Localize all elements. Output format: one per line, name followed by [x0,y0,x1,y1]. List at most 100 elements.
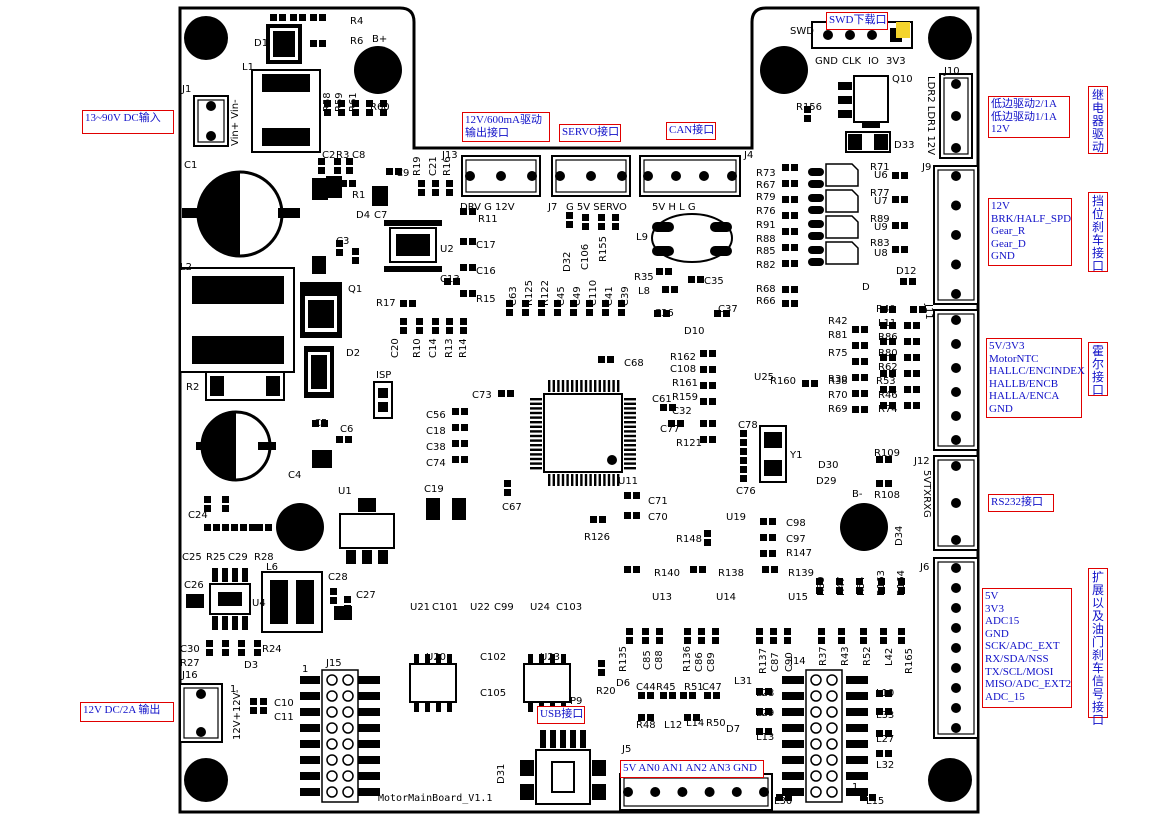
callout-usb: USB接口 [537,706,585,724]
label-u24: U24 [530,602,550,613]
ref-label: L29 [756,708,774,719]
ref-label: R47 [836,576,847,596]
ref-label: C36 [654,308,674,319]
usb-connector [535,749,591,805]
ref-label: R45 [656,682,676,693]
vcallout-char: 刹 [1091,220,1104,234]
mosfet-q10 [853,75,889,123]
ref-label: R109 [874,448,900,459]
ref-label: R60 [370,102,390,113]
ref-label: C105 [480,688,506,699]
vcallout-relay: 继电器驱动 [1088,86,1108,154]
ref-label: L2 [180,262,192,273]
ref-label: D6 [616,678,630,689]
swd-label: SWD [790,26,814,37]
callout-gear: 12V BRK/HALF_SPD Gear_R Gear_D GND [988,198,1072,266]
ref-label: L13 [756,732,774,743]
vcallout-char: 门 [1091,635,1104,649]
ref-label: C110 [588,280,599,306]
label-u2: U2 [440,244,454,255]
vcallout-char: 以 [1091,596,1104,610]
ref-label: R3 [336,150,349,161]
label-j12: J12 [913,456,930,467]
ref-label: R147 [786,548,812,559]
ref-label: C6 [340,424,353,435]
ref-label: C27 [356,590,376,601]
ref-label: C47 [702,682,722,693]
ref-label: D31 [496,764,507,784]
vcallout-char: 继 [1091,88,1104,102]
callout-lowside: 低边驱动2/1A 低边驱动1/1A 12V [988,96,1070,138]
ref-label: R27 [180,658,200,669]
board-title: MotorMainBoard_V1.1 [378,793,493,804]
callout-line: HALLA/ENCA [989,390,1060,403]
ref-label: C4 [288,470,301,481]
ref-label: C26 [184,580,204,591]
ref-label: C86 [694,652,705,672]
ref-label: R59 [334,92,345,112]
callout-servo: SERVO接口 [559,124,621,142]
ref-label: C24 [188,510,208,521]
mount-hole [760,46,808,94]
ref-label: L1 [242,62,254,73]
ref-label: R86 [878,332,898,343]
ref-label: C20 [390,338,401,358]
callout-line: USB接口 [540,708,584,720]
ref-label: R14 [458,338,469,358]
ref-label: R165 [904,648,915,674]
callout-line: ADC15 [985,615,1020,628]
label-u4: U4 [252,598,266,609]
ref-label: C39 [620,286,631,306]
vcallout-char: 展 [1091,583,1104,597]
label-j5: J5 [621,744,631,755]
ref-label: D29 [816,476,836,487]
label-u9: U9 [874,222,888,233]
label-u15: U15 [788,592,808,603]
callout-line: 3V3 [985,602,1004,615]
ref-label: C13 [440,274,460,285]
ref-label: R6 [350,36,363,47]
label-q1: Q1 [348,284,362,295]
vcallout-char: 挡 [1091,194,1104,208]
ref-label: C71 [648,496,668,507]
ref-label: C29 [228,552,248,563]
ref-label: R2 [186,382,199,393]
ref-label: R156 [796,102,822,113]
ref-label: D10 [684,326,704,337]
ref-label: R50 [706,718,726,729]
ref-label: R43 [840,646,851,666]
ref-label: R15 [476,294,496,305]
capacitor-c1-fill [198,172,240,256]
capacitor-c4-fill [202,412,236,480]
mount-hole [354,46,402,94]
label-y1: Y1 [789,450,802,461]
ref-label: C3 [336,236,349,247]
ref-label: R139 [788,568,814,579]
ref-label: L15 [866,796,884,807]
swd-pin-3v3: 3V3 [886,56,906,67]
vcallout-char: 动 [1091,140,1104,154]
ref-label: R67 [756,180,776,191]
ref-label: R66 [756,296,776,307]
ref-label: 1 [230,684,236,695]
ref-label: R10 [412,338,423,358]
vcallout-char: 器 [1091,114,1104,128]
callout-line: SERVO接口 [562,126,620,138]
label-u14: U14 [716,592,736,603]
ref-label: C70 [648,512,668,523]
ref-label: D30 [818,460,838,471]
ref-label: R108 [874,490,900,501]
callout-line: MISO/ADC_EXT2 [985,678,1072,691]
ref-label: C78 [738,420,758,431]
ref-label: C76 [736,486,756,497]
ref-label: R54 [856,576,867,596]
ref-label: R137 [758,648,769,674]
ref-label: C5 [314,418,327,429]
vcallout-char: 口 [1091,383,1104,397]
mount-hole [184,758,228,802]
callout-line: TX/SCL/MOSI [985,665,1054,678]
ref-label: C28 [328,572,348,583]
ref-label: C8 [352,150,365,161]
ref-label: L42 [884,648,895,666]
